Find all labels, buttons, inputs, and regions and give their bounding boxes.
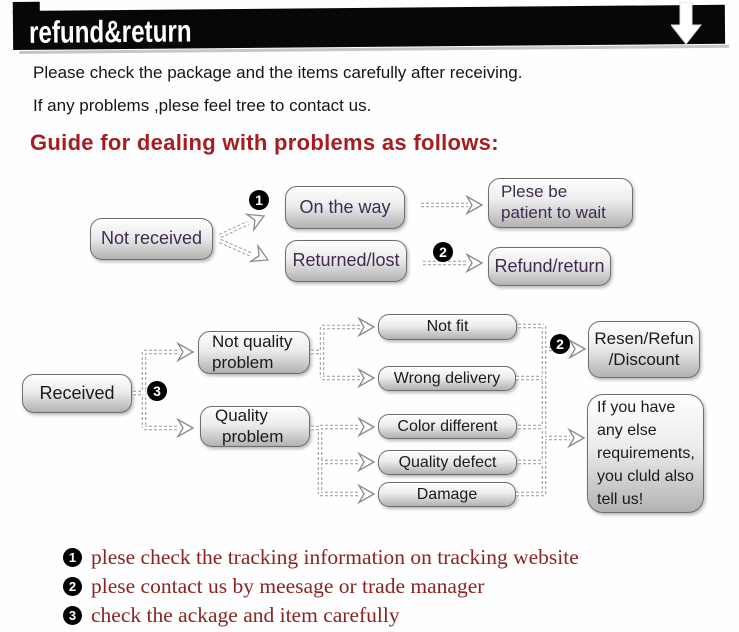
note-marker-3: 3 (63, 606, 82, 625)
node-please-wait: Plese be patient to wait (488, 178, 633, 228)
note-item-3: 3 check the ackage and item carefully (63, 601, 579, 630)
node-label: Quality defect (398, 453, 497, 471)
node-label: /Discount (608, 349, 680, 369)
guide-heading: Guide for dealing with problems as follo… (30, 130, 499, 155)
node-refund-return: Refund/return (488, 247, 611, 286)
node-color-different: Color different (378, 414, 517, 439)
intro-line-1: Please check the package and the items c… (33, 63, 523, 82)
node-label: Damage (416, 485, 478, 503)
node-wrong-delivery: Wrong delivery (378, 366, 516, 391)
intro-line-2: If any problems ,plese feel tree to cont… (33, 96, 372, 115)
node-label: Not received (100, 228, 203, 249)
node-returned-lost: Returned/lost (285, 240, 407, 282)
marker-1-badge: 1 (249, 190, 269, 210)
node-damage: Damage (378, 482, 516, 507)
node-label: On the way (299, 196, 391, 217)
node-label: Wrong delivery (393, 369, 501, 387)
node-label: Resen/Refun (594, 328, 694, 348)
down-arrow-icon (671, 2, 702, 45)
node-label: patient to wait (501, 203, 606, 222)
marker-2b-badge: 2 (550, 334, 570, 354)
notes-list: 1 plese check the tracking information o… (63, 543, 579, 630)
node-label: If you have (597, 398, 676, 416)
node-label: Quality (215, 405, 268, 425)
node-label: tell us! (597, 491, 644, 509)
node-label: Returned/lost (292, 250, 400, 271)
node-label: you cluld also (597, 468, 694, 486)
node-not-received: Not received (90, 218, 213, 260)
node-quality-defect: Quality defect (378, 450, 517, 475)
note-text-1: plese check the tracking information on … (91, 545, 579, 569)
marker-3-badge: 3 (147, 381, 167, 401)
banner-title: refund&return (28, 13, 192, 50)
note-item-2: 2 plese contact us by meesage or trade m… (63, 572, 579, 601)
note-marker-2: 2 (63, 577, 82, 596)
node-quality-problem: Quality problem (200, 406, 310, 447)
node-label: Color different (397, 417, 498, 435)
node-label: Refund/return (494, 255, 605, 276)
note-marker-1: 1 (63, 548, 82, 567)
node-on-the-way: On the way (285, 186, 405, 229)
node-label: Not fit (426, 318, 469, 336)
node-label: problem (212, 352, 274, 372)
note-text-3: check the ackage and item carefully (91, 603, 400, 627)
node-label: Received (39, 382, 115, 403)
node-label: Not quality (212, 331, 293, 351)
node-resend-refund-discount: Resen/Refun /Discount (588, 321, 700, 378)
node-label: any else (597, 421, 657, 439)
marker-2-badge: 2 (433, 242, 453, 262)
banner: refund&return (12, 1, 730, 54)
node-received: Received (22, 374, 132, 413)
node-label: Plese be (501, 182, 568, 202)
node-not-fit: Not fit (378, 314, 517, 340)
note-item-1: 1 plese check the tracking information o… (63, 543, 579, 572)
node-not-quality-problem: Not quality problem (198, 331, 310, 374)
node-other-requirements: If you have any else requirements, you c… (587, 394, 704, 513)
note-text-2: plese contact us by meesage or trade man… (91, 574, 485, 598)
node-label: problem (222, 426, 284, 446)
node-label: requirements, (597, 444, 695, 462)
